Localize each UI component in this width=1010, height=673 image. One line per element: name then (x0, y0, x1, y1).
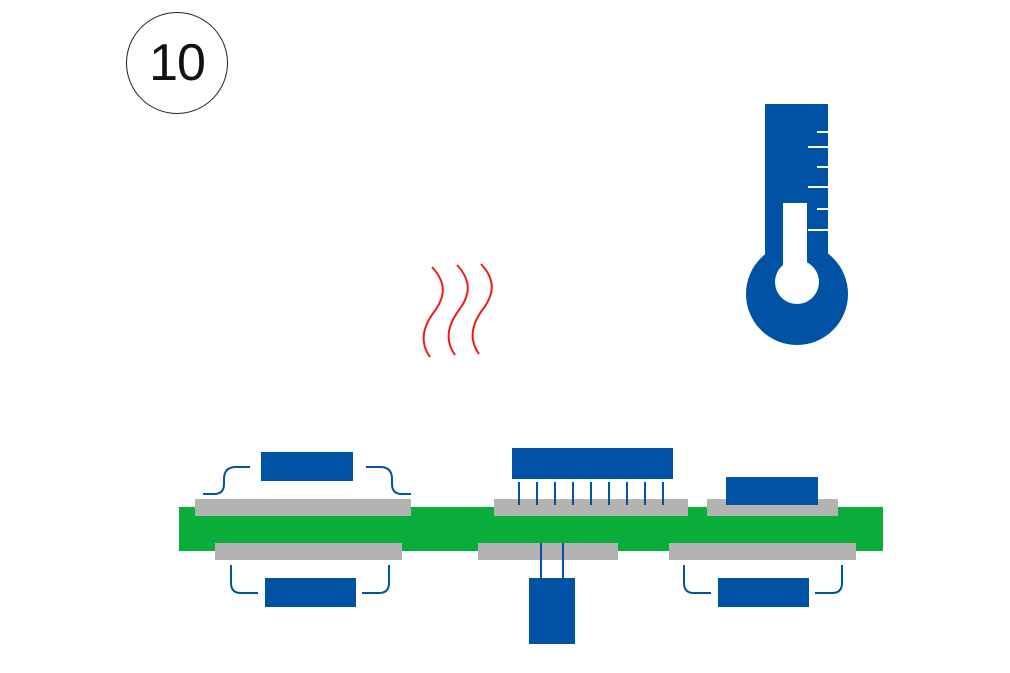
component-lead-left (683, 565, 711, 594)
component-body (512, 448, 673, 479)
component-body (718, 578, 809, 607)
top-pad-center (494, 499, 688, 516)
thermometer-tick (808, 186, 828, 188)
bottom-pad-center (478, 543, 618, 560)
heat-waves-icon (422, 263, 493, 358)
bottom-left-component (230, 565, 390, 607)
component-lead-left (230, 565, 258, 594)
thermometer-tick (808, 146, 828, 148)
component-body (261, 452, 353, 481)
bottom-right-component (683, 565, 843, 607)
bottom-center-component (529, 543, 575, 644)
bottom-pad-left (215, 543, 402, 560)
thermometer-tick (817, 131, 828, 133)
component-body (265, 578, 356, 607)
top-right-component (726, 477, 818, 505)
heat-wave (471, 263, 493, 355)
heat-wave (422, 266, 444, 358)
thermometer-tick (808, 229, 828, 231)
thermometer-icon (746, 104, 848, 345)
component-lead-right (815, 565, 843, 594)
component-lead-left (203, 466, 250, 495)
top-left-component (203, 452, 411, 495)
thermometer-mercury-column (783, 203, 807, 285)
component-lead-right (362, 565, 390, 594)
top-pad-left (195, 499, 411, 516)
component-body (529, 578, 575, 644)
component-pins (518, 482, 664, 505)
thermometer-tick (817, 208, 828, 210)
heat-wave (447, 264, 469, 356)
step-number-badge: 10 (126, 12, 228, 114)
bottom-pad-right (669, 543, 856, 560)
top-center-component (512, 448, 673, 505)
thermometer-tick (817, 166, 828, 168)
component-lead-right (366, 466, 411, 495)
